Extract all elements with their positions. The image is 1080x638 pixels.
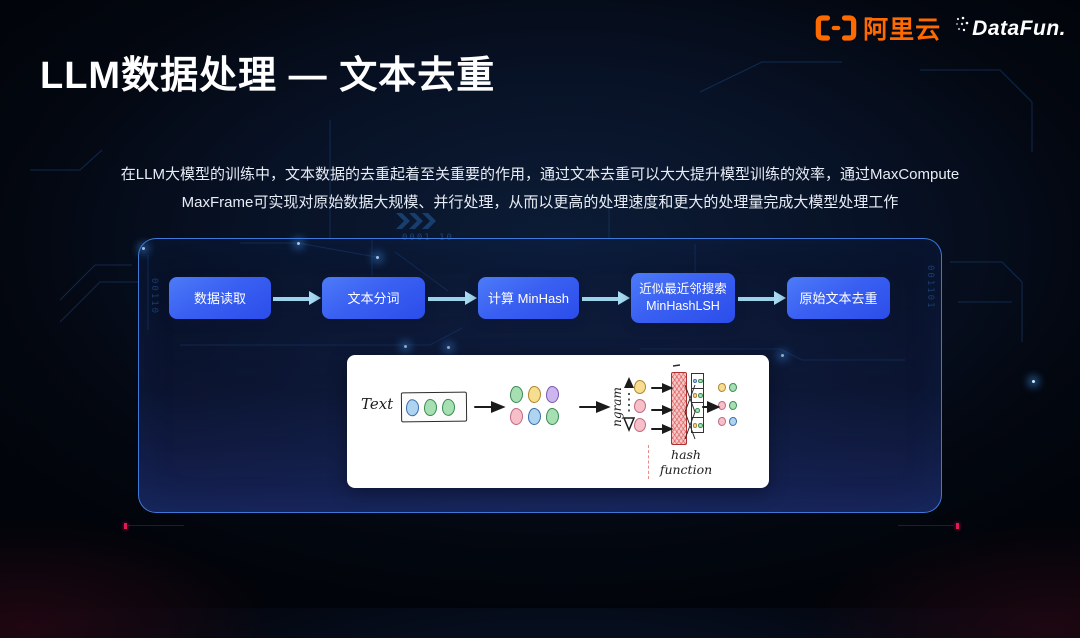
- pink-token-dot: [510, 408, 523, 425]
- green-token-dot: [698, 393, 703, 398]
- green-token-dot: [729, 401, 737, 410]
- hash-bucket-cell: [691, 372, 704, 389]
- flow-arrow-icon: [738, 291, 786, 305]
- shingle-row: [510, 408, 559, 425]
- yellow-token-dot: [692, 423, 697, 428]
- green-token-dot: [695, 408, 700, 413]
- red-accent: [124, 523, 127, 529]
- green-token-dot: [510, 386, 523, 403]
- corner-glow: [0, 518, 280, 638]
- blue-token-dot: [729, 417, 737, 426]
- signature-row: [718, 401, 737, 410]
- description-line-2: MaxFrame可实现对原始数据大规模、并行处理，从而以更高的处理速度和更大的处…: [181, 194, 899, 211]
- flow-step-label: 原始文本去重: [799, 290, 878, 306]
- blue-token-dot: [528, 408, 541, 425]
- alicloud-wordmark: 阿里云: [863, 16, 942, 44]
- flow-step-minhash: 计算 MinHash: [478, 277, 579, 319]
- green-token-dot: [698, 378, 703, 384]
- text-label: Text: [361, 395, 394, 413]
- hash-caption-line: hash: [671, 447, 701, 462]
- logo-bar: 阿里云 DataFun.: [815, 10, 1066, 46]
- sketch-arrows-icon: [474, 364, 721, 440]
- glow-node: [1032, 380, 1035, 383]
- flow-arrow-icon: [582, 291, 630, 305]
- flow-step-label: 近似最近邻搜索: [639, 282, 727, 296]
- hash-caption-line: function: [659, 462, 713, 477]
- red-accent: [956, 523, 959, 529]
- minhash-sketch-panel: Text ngram hash function: [347, 355, 769, 488]
- flow-step-label: 数据读取: [193, 290, 246, 306]
- alicloud-logo: 阿里云: [815, 10, 941, 46]
- hash-caption-leader-line: [648, 445, 649, 479]
- shingle-row: [510, 386, 559, 403]
- flow-step-label: 文本分词: [347, 290, 400, 306]
- pink-token-dot: [634, 418, 646, 432]
- red-accent-line: [128, 525, 184, 526]
- green-token-dot: [729, 383, 737, 392]
- yellow-token-dot: [718, 383, 726, 392]
- green-token-dot: [698, 423, 703, 428]
- flow-arrow-icon: [273, 291, 321, 305]
- flow-step-tokenize: 文本分词: [322, 277, 425, 319]
- red-accent-line: [898, 525, 954, 526]
- pink-token-dot: [718, 417, 726, 426]
- hash-bucket-cell: [691, 417, 704, 434]
- description: 在LLM大模型的训练中，文本数据的去重起着至关重要的作用，通过文本去重可以大大提…: [90, 161, 990, 217]
- yellow-token-dot: [692, 393, 697, 398]
- datafun-dots-icon: [956, 16, 969, 32]
- corner-glow: [800, 518, 1080, 638]
- page-title: LLM数据处理 — 文本去重: [40, 55, 496, 97]
- flow-step-label: 计算 MinHash: [488, 290, 569, 306]
- signature-row: [718, 417, 737, 426]
- yellow-token-dot: [528, 386, 541, 403]
- flow-step-sublabel: MinHashLSH: [646, 299, 720, 313]
- yellow-token-dot: [634, 380, 646, 394]
- signature-row: [718, 383, 737, 392]
- blue-token-dot: [692, 378, 697, 384]
- hash-function-caption: hash function: [643, 447, 729, 477]
- flow-step-data-read: 数据读取: [169, 277, 271, 319]
- alicloud-brackets-icon: [815, 15, 857, 41]
- datafun-logo: DataFun.: [955, 15, 1066, 41]
- ngram-circles: [634, 380, 646, 432]
- flow-panel: 数据读取 文本分词 计算 MinHash 近似最近邻搜索 MinHashLSH …: [138, 238, 942, 513]
- purple-token-dot: [546, 386, 559, 403]
- flow-arrow-icon: [428, 291, 477, 305]
- flow-step-ann-search: 近似最近邻搜索 MinHashLSH: [631, 273, 735, 323]
- green-token-dot: [546, 408, 559, 425]
- description-line-1: 在LLM大模型的训练中，文本数据的去重起着至关重要的作用，通过文本去重可以大大提…: [120, 166, 960, 183]
- datafun-wordmark: DataFun.: [972, 17, 1066, 40]
- hash-function-block: [671, 372, 687, 445]
- pink-token-dot: [718, 401, 726, 410]
- hash-bucket-column: [691, 372, 704, 434]
- pink-token-dot: [634, 399, 646, 413]
- flow-step-dedupe: 原始文本去重: [787, 277, 890, 319]
